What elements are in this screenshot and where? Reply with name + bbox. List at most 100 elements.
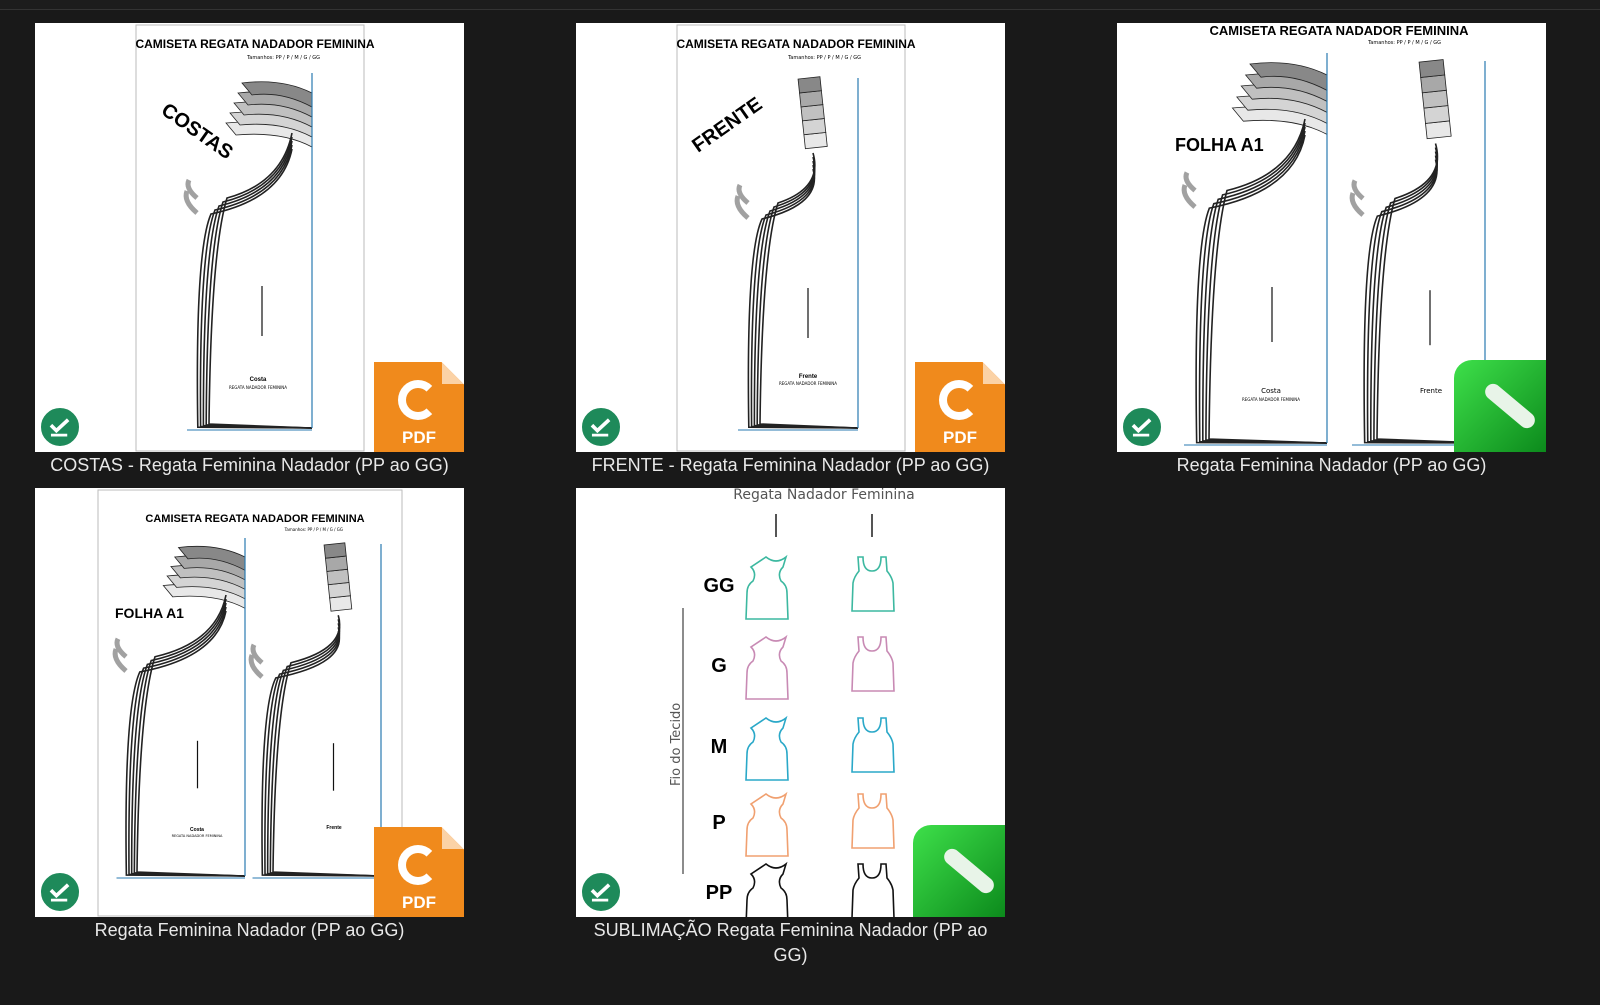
grain-label: Fio do Tecido [669,703,684,786]
graded-outline [269,619,382,877]
tank-back [745,715,789,781]
sync-check-icon [580,406,622,448]
side-label: FOLHA A1 [115,605,184,621]
file-name: COSTAS - Regata Feminina Nadador (PP ao … [50,455,449,475]
side-label: FOLHA A1 [1175,135,1264,155]
acrobat-swirl [398,380,438,420]
acrobat-swirl [939,380,979,420]
pattern-preview: CAMISETA REGATA NADADOR FEMININA Tamanho… [676,24,916,452]
armhole-shading [112,637,128,673]
size-label: PP [706,882,733,904]
side-label: COSTAS [157,99,237,164]
graded-strap [1249,62,1328,92]
pdf-file-icon: PDF [915,362,1005,452]
file-item-regata-a1[interactable]: CAMISETA REGATA NADADOR FEMININA Tamanho… [1117,23,1546,478]
armhole-shading [248,643,264,679]
graded-outline [1363,159,1486,444]
sync-check-icon [39,871,81,913]
graded-outline [133,598,246,877]
pdf-badge-text: PDF [402,893,436,912]
tank-back [745,861,789,917]
pattern-preview: CAMISETA REGATA NADADOR FEMININA Tamanho… [135,24,375,452]
graded-outline [1205,122,1328,444]
graded-strap [1423,105,1451,124]
thumbnail: CAMISETA REGATA NADADOR FEMININA Tamanho… [1117,23,1546,452]
edit-pen-icon [913,825,1005,917]
graded-outline [1376,143,1486,444]
piece-label-2: Frente [326,825,342,831]
graded-outline [1370,151,1486,444]
graded-outline [264,627,382,877]
size-label: P [712,812,725,834]
graded-outline [136,594,246,877]
graded-strap [797,76,822,94]
graded-outline [128,606,246,877]
graded-outline [202,140,313,429]
graded-strap [799,90,824,108]
graded-strap [1420,74,1447,94]
graded-outline [750,164,859,429]
graded-outline [1198,130,1328,444]
pattern-sizes: Tamanhos: PP / P / M / G / GG [787,55,861,61]
edit-pen-icon [1454,360,1546,452]
graded-outline [1202,126,1328,444]
file-item-costas[interactable]: CAMISETA REGATA NADADOR FEMININA Tamanho… [35,23,464,478]
piece-label: Frente [799,374,818,380]
thumbnail: CAMISETA REGATA NADADOR FEMININA Tamanho… [35,23,464,452]
pattern-sizes: Tamanhos: PP / P / M / G / GG [284,527,343,532]
graded-strap [327,582,351,599]
graded-strap [241,81,313,108]
file-name: Regata Feminina Nadador (PP ao GG) [94,920,405,940]
graded-strap [802,118,827,136]
piece-subtitle: REGATA NADADOR FEMININA [779,381,837,386]
graded-strap [326,568,350,586]
graded-strap [177,545,246,571]
graded-outline [1373,147,1486,444]
file-item-sublimacao[interactable]: Regata Nadador Feminina Fio do Tecido GG… [576,488,1005,968]
graded-outline [205,136,313,429]
tank-front [851,636,895,692]
tank-front [851,717,895,773]
size-label: G [711,655,727,677]
piece-subtitle: REGATA NADADOR FEMININA [229,385,287,390]
tank-back [745,554,789,620]
pattern-sizes: Tamanhos: PP / P / M / G / GG [1367,40,1441,46]
pattern-title: CAMISETA REGATA NADADOR FEMININA [135,37,374,51]
graded-outline [208,132,313,429]
armhole-shading [734,183,750,220]
graded-outline [1208,118,1328,444]
graded-outline [759,152,859,429]
file-name: Regata Feminina Nadador (PP ao GG) [1176,455,1487,475]
graded-outline [756,156,859,429]
file-name: SUBLIMAÇÃO Regata Feminina Nadador (PP a… [593,920,988,965]
size-label: M [711,736,728,758]
graded-outline [261,631,382,877]
pdf-badge-text: PDF [943,428,977,447]
graded-strap [329,595,353,612]
graded-outline [125,610,246,877]
pattern-title: CAMISETA REGATA NADADOR FEMININA [145,513,364,525]
graded-outline [1195,134,1328,444]
size-label: GG [703,575,734,597]
graded-outline [130,602,246,877]
file-item-frente[interactable]: CAMISETA REGATA NADADOR FEMININA Tamanho… [576,23,1005,478]
piece-label: Costa [190,827,204,833]
pen-body [1481,380,1539,432]
pattern-preview: CAMISETA REGATA NADADOR FEMININA Tamanho… [97,489,403,917]
thumbnail: CAMISETA REGATA NADADOR FEMININA Tamanho… [35,488,464,917]
pdf-badge-text: PDF [402,428,436,447]
graded-strap [800,104,825,122]
graded-strap [1418,59,1446,78]
file-item-regata-pdf[interactable]: CAMISETA REGATA NADADOR FEMININA Tamanho… [35,488,464,943]
armhole-shading [183,178,199,215]
pattern-sizes: Tamanhos: PP / P / M / G / GG [246,55,320,61]
pen-body [940,845,998,897]
top-toolbar-edge [0,0,1600,10]
graded-strap [325,555,349,572]
side-label: FRENTE [688,93,766,157]
tank-front [851,863,895,917]
acrobat-swirl [398,845,438,885]
graded-strap [1425,120,1452,140]
size-chart-preview: Regata Nadador Feminina Fio do Tecido GG… [669,488,915,917]
thumbnail: CAMISETA REGATA NADADOR FEMININA Tamanho… [576,23,1005,452]
